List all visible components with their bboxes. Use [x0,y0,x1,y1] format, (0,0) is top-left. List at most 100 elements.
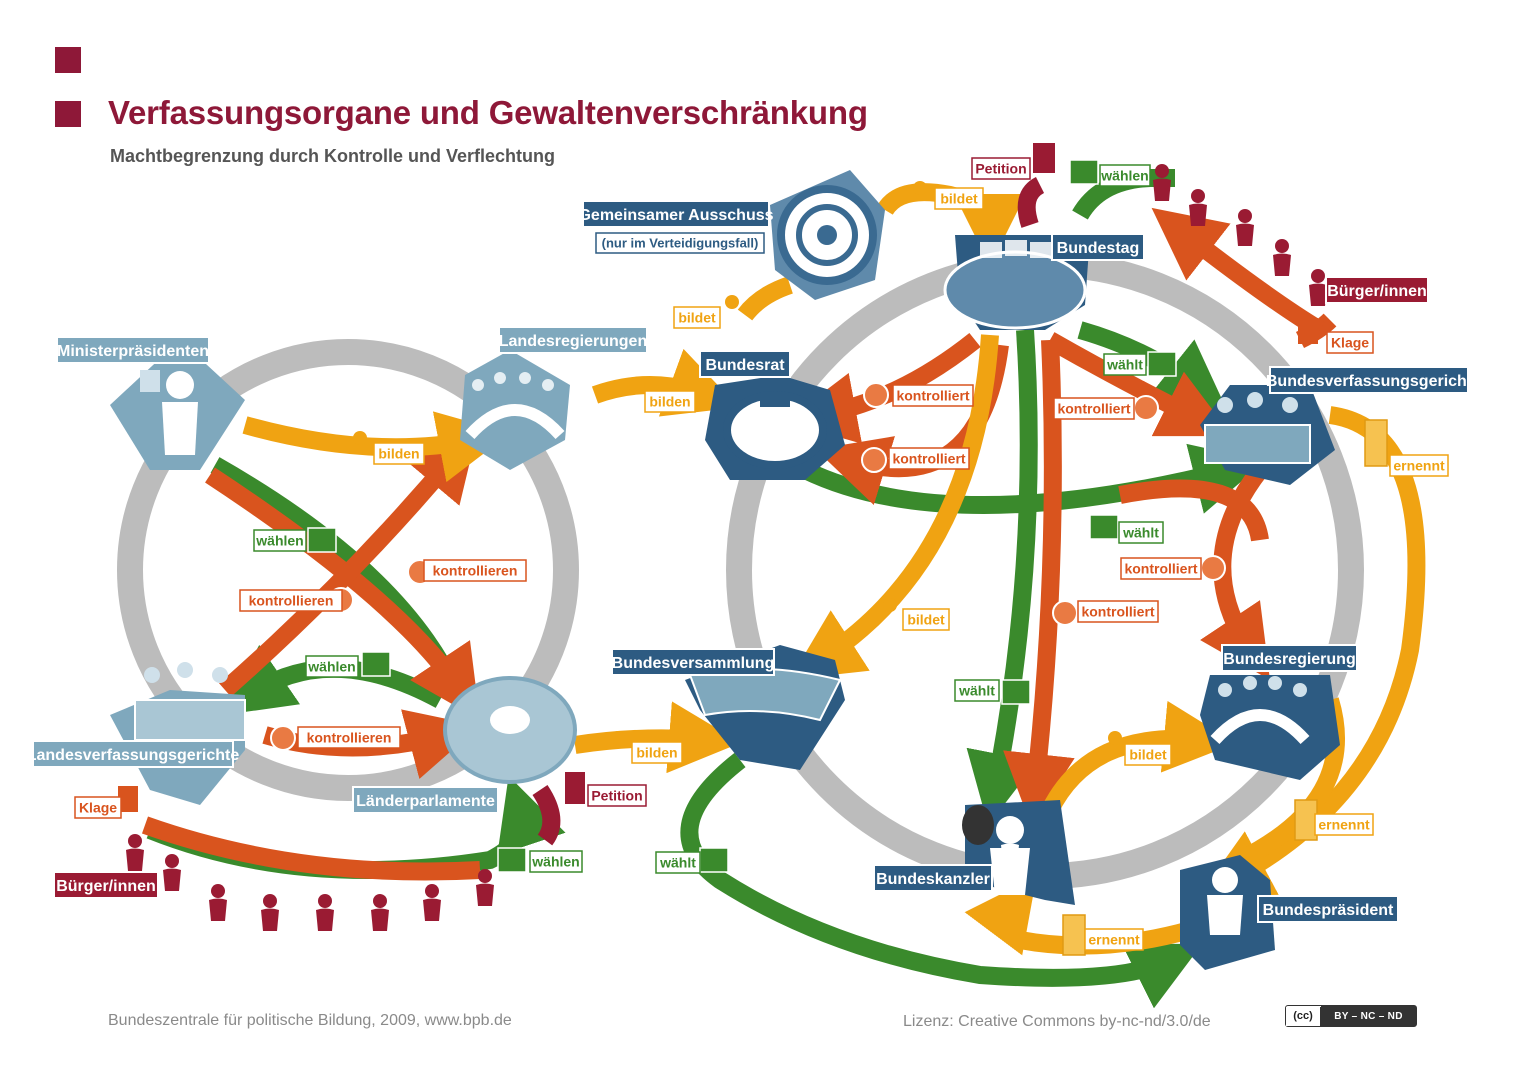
rel-waehlen-lvg-text: wählen [307,659,355,675]
rel-kontrolliert-breg: kontrolliert [1120,557,1202,580]
bundesrat-shape [705,375,845,480]
rel-petition-land-text: Petition [591,788,642,804]
rel-kontrollieren-2-text: kontrollieren [249,593,334,609]
rel-petition-land: Petition [587,784,647,807]
rel-kontrollieren-2: kontrollieren [239,589,343,612]
rel-waehlt-bvg: wählt [1103,353,1147,376]
petition-icon [565,143,1055,804]
rel-petition-bund: Petition [971,157,1031,180]
rel-bildet-ga-text: bildet [940,191,978,207]
magnifier-icon [270,382,1226,751]
cc-license-badge[interactable]: (cc) BY – NC – ND [1285,1005,1417,1027]
label-landesverfassungsgerichte: Landesverfassungsgerichte [27,740,240,768]
rel-ernennt-breg: ernennt [1314,813,1374,836]
rel-kontrolliert-breg-text: kontrolliert [1124,561,1197,577]
rel-waehlt-bp-text: wählt [659,855,696,871]
rel-kontrollieren-1: kontrollieren [423,559,527,582]
rel-bildet-br: bildet [673,306,721,329]
label-landesverfassungsgerichte-text: Landesverfassungsgerichte [27,747,240,764]
label-ministerpraesidenten: Ministerpräsidenten [56,336,210,364]
rel-kontrolliert-br2-text: kontrolliert [892,451,965,467]
rel-kontrolliert-bk-text: kontrolliert [1081,604,1154,620]
rel-waehlt-br: wählt [1118,521,1164,544]
bundesregierung-shape [1200,675,1340,780]
rel-bilden-mp-text: bilden [378,446,419,462]
label-bundespraesident: Bundespräsident [1257,895,1399,923]
rel-klage-bund-text: Klage [1331,335,1369,351]
label-verteidigungsfall-text: (nur im Verteidigungsfall) [602,236,759,251]
label-laenderparlamente: Länderparlamente [352,786,499,814]
delegates-group-icon [353,181,1122,745]
label-bundesrat-text: Bundesrat [705,357,785,374]
brand-square-bottom [55,101,81,127]
rel-waehlt-bp: wählt [655,851,701,874]
rel-waehlt-bk: wählt [954,679,1000,702]
rel-kontrollieren-3-text: kontrollieren [307,730,392,746]
rel-waehlen-bt: wählen [1099,164,1151,187]
label-bundeskanzler-text: Bundeskanzler [876,871,990,888]
label-landesregierungen: Landesregierungen [498,326,648,354]
lawsuit-paragraph-icon [118,318,1318,812]
rel-waehlen-lvg: wählen [305,655,359,678]
footer-license: Lizenz: Creative Commons by-nc-nd/3.0/de [903,1013,1211,1030]
label-bundestag: Bundestag [1051,233,1145,261]
ministerpraesidenten-shape [110,340,245,470]
page-title: Verfassungsorgane und Gewaltenverschränk… [108,94,868,131]
federal-eagle-icon [962,805,994,845]
page-subtitle: Machtbegrenzung durch Kontrolle und Verf… [110,146,556,166]
rel-bildet-bk-text: bildet [1129,747,1167,763]
rel-klage-land-text: Klage [79,800,117,816]
cc-logo-icon: (cc) [1286,1006,1321,1026]
rel-kontrolliert-br-text: kontrolliert [896,388,969,404]
label-bundespraesident-text: Bundespräsident [1263,902,1394,919]
rel-ernennt-bvg: ernennt [1389,454,1449,477]
rel-bilden-lr: bilden [644,390,696,413]
rel-waehlt-bk-text: wählt [958,683,995,699]
label-bundestag-text: Bundestag [1057,240,1140,257]
label-bundesverfassungsgericht-text: Bundesverfassungsgericht [1266,373,1473,390]
label-bundesversammlung: Bundesversammlung [611,648,775,676]
label-bundesverfassungsgericht: Bundesverfassungsgericht [1266,366,1473,394]
bundesverfassungsgericht-shape [1200,385,1335,485]
label-gemeinsamer-ausschuss: Gemeinsamer Ausschuss [578,200,774,228]
rel-kontrolliert-bk: kontrolliert [1077,600,1159,623]
rel-kontrolliert-br: kontrolliert [892,384,974,407]
laenderparlamente-shape [443,676,577,784]
label-buerger-bund: Bürger/innen [1325,276,1429,304]
label-laenderparlamente-text: Länderparlamente [356,793,495,810]
rel-waehlen-lp-text: wählen [531,854,579,870]
rel-ernennt-breg-text: ernennt [1318,817,1370,833]
label-buerger-bund-text: Bürger/innen [1327,283,1427,300]
rel-kontrolliert-bvg: kontrolliert [1053,397,1135,420]
rel-waehlen-bt-text: wählen [1100,168,1148,184]
label-buerger-land: Bürger/innen [53,871,159,899]
rel-kontrollieren-3: kontrollieren [297,726,401,749]
label-bundeskanzler: Bundeskanzler [873,864,993,892]
rel-ernennt-bvg-text: ernennt [1393,458,1445,474]
rel-bildet-bt-text: bildet [907,612,945,628]
rel-ernennt-bk-text: ernennt [1088,932,1140,948]
brand-square-top [55,47,81,73]
rel-kontrollieren-1-text: kontrollieren [433,563,518,579]
rel-waehlen-mp-text: wählen [255,533,303,549]
rel-kontrolliert-bvg-text: kontrolliert [1057,401,1130,417]
label-landesregierungen-text: Landesregierungen [499,333,647,350]
rel-klage-land: Klage [74,796,122,819]
gemeinsamer-ausschuss-shape [770,170,885,300]
rel-ernennt-bk: ernennt [1084,928,1144,951]
label-bundesversammlung-text: Bundesversammlung [612,655,775,672]
label-buerger-land-text: Bürger/innen [56,878,156,895]
rel-waehlen-lp: wählen [529,850,583,873]
label-verteidigungsfall: (nur im Verteidigungsfall) [595,232,765,254]
label-bundesregierung: Bundesregierung [1221,644,1358,672]
state-level-ring [117,339,579,801]
rel-bildet-bk: bildet [1124,743,1172,766]
rel-waehlen-mp: wählen [253,529,307,552]
rel-petition-bund-text: Petition [975,161,1026,177]
bundespraesident-shape [1180,855,1275,970]
landesregierungen-shape [460,350,570,470]
rel-kontrolliert-br2: kontrolliert [888,447,970,470]
rel-waehlt-br-text: wählt [1122,525,1159,541]
rel-bildet-bt: bildet [902,608,950,631]
